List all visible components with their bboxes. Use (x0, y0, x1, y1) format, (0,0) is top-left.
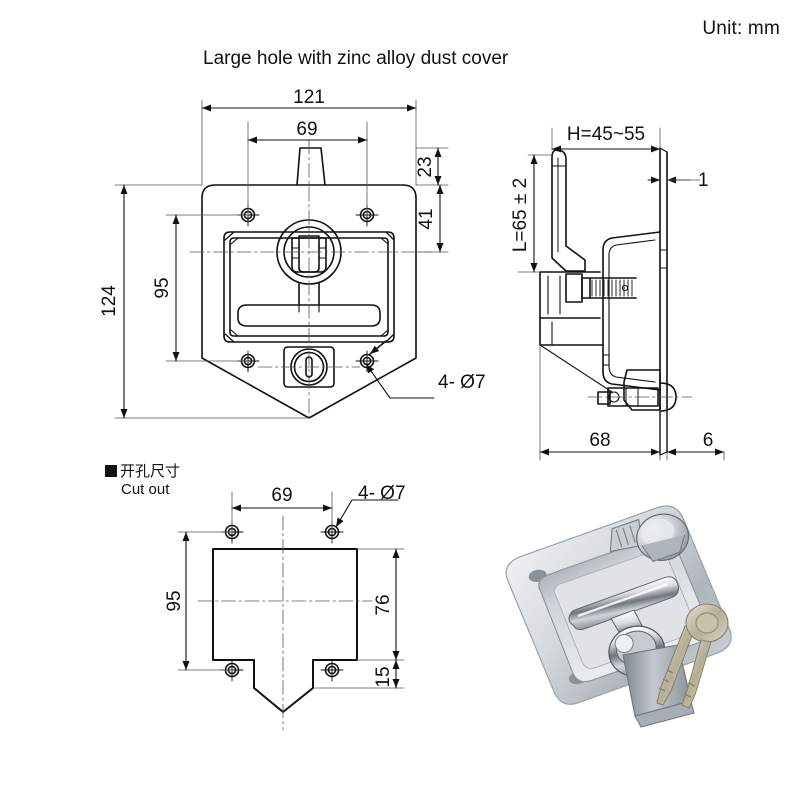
side-view-dimensions (517, 127, 725, 461)
dim-front-hole-note: 4- Ø7 (438, 372, 486, 393)
dim-side-depth: 68 (589, 430, 610, 451)
dim-front-bezel-height: 95 (152, 277, 173, 298)
dim-side-plate-thickness: 1 (698, 170, 709, 191)
unit-label: Unit: mm (702, 18, 780, 39)
side-view-geometry (539, 147, 693, 456)
dim-side-rear-projection: 6 (703, 430, 714, 451)
dim-front-top-offset: 23 (415, 156, 436, 177)
page-title: Large hole with zinc alloy dust cover (203, 48, 509, 69)
cutout-view-geometry (197, 515, 373, 731)
dim-side-grip-height: H=45~55 (567, 124, 645, 145)
keys (656, 603, 729, 709)
dim-front-height: 124 (99, 285, 120, 317)
square-bullet-icon (105, 465, 117, 477)
dim-cutout-tab-height: 15 (373, 666, 394, 687)
dust-cover (609, 513, 690, 563)
front-view-geometry (189, 139, 433, 423)
front-view-dimensions (114, 99, 449, 419)
dim-cutout-opening-height: 76 (373, 594, 394, 615)
dim-front-hole-spacing: 69 (296, 119, 317, 140)
dim-cutout-hole-spacing-v: 95 (164, 590, 185, 611)
dim-cutout-hole-note: 4- Ø7 (358, 483, 406, 504)
product-photo (505, 505, 732, 728)
cutout-label-cn: 开孔尺寸 (120, 462, 181, 480)
dim-front-width: 121 (293, 87, 325, 108)
dim-side-shaft-length: L=65 ± 2 (510, 178, 531, 252)
cutout-view-dimensions (177, 491, 405, 689)
dim-front-upper-band: 41 (416, 208, 437, 229)
cutout-label-en: Cut out (121, 481, 170, 498)
dim-cutout-hole-spacing: 69 (271, 485, 292, 506)
